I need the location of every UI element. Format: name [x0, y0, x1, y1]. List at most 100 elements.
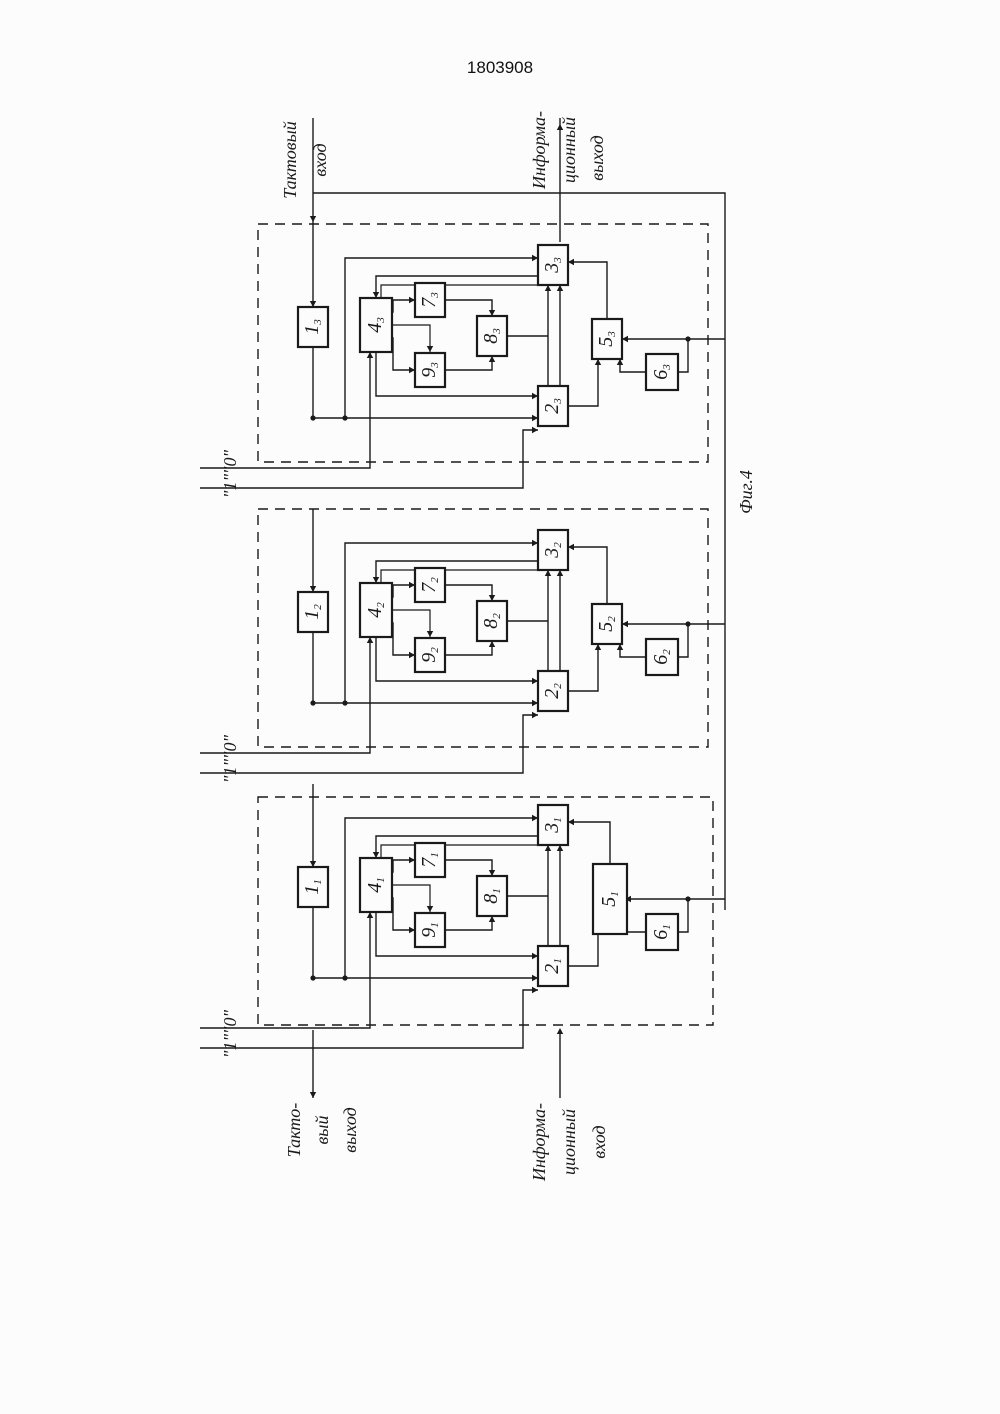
- block-3-3-number: 3: [541, 263, 563, 274]
- block-8-2-subscript: 2: [491, 613, 503, 619]
- wire-4-3: [376, 276, 538, 298]
- block-9-3-number: 9: [418, 368, 440, 378]
- wire-4-9: [391, 338, 415, 370]
- block-9-2-subscript: 2: [429, 647, 441, 653]
- wire-7-8: [445, 860, 492, 876]
- arrowhead: [310, 216, 316, 222]
- wire-4-2: [376, 637, 538, 681]
- block-2-2: 22: [538, 671, 568, 711]
- block-7-1-subscript: 1: [429, 852, 441, 858]
- wire-6: [678, 339, 688, 372]
- block-5-3: 53: [592, 319, 622, 359]
- wire-5-3: [568, 262, 607, 319]
- wire-4-3b: [381, 285, 538, 298]
- block-4-3-subscript: 3: [375, 317, 387, 324]
- block-5-2-number: 5: [595, 622, 617, 632]
- block-3-2-number: 3: [541, 548, 563, 559]
- arrowhead: [557, 1028, 563, 1034]
- arrowhead: [532, 427, 538, 433]
- wire-7-8: [445, 300, 492, 316]
- wire-6: [678, 899, 688, 932]
- block-9-2-number: 9: [418, 653, 440, 663]
- block-4-1-number: 4: [364, 883, 386, 893]
- arrowhead: [310, 1092, 316, 1098]
- block-1-2: 12: [298, 592, 328, 632]
- block-3-1: 31: [538, 805, 568, 845]
- wire-9-8: [445, 641, 492, 655]
- figure-caption: Фиг.4: [736, 470, 756, 514]
- block-8-1-subscript: 1: [491, 888, 503, 894]
- block-1-1: 11: [298, 867, 328, 907]
- arrowhead: [427, 906, 433, 912]
- info-input-label-3: вход: [589, 1125, 609, 1158]
- block-1-2-number: 1: [301, 610, 323, 620]
- block-9-3: 93: [415, 353, 445, 387]
- wire-2-5: [568, 644, 598, 691]
- info-output-label-2: ционный: [559, 117, 579, 183]
- wire-7-8: [445, 585, 492, 601]
- block-3-1-subscript: 1: [552, 817, 564, 823]
- wire-4-2: [376, 352, 538, 396]
- block-3-2: 32: [538, 530, 568, 570]
- block-2-1-number: 2: [541, 964, 563, 974]
- block-5-3-number: 5: [595, 337, 617, 347]
- block-4-1: 41: [360, 858, 392, 912]
- block-8-1: 81: [477, 876, 507, 916]
- level-zero-label-2: "0": [220, 735, 240, 760]
- block-6-3-subscript: 3: [661, 364, 673, 371]
- block-6-1-subscript: 1: [661, 924, 673, 930]
- block-2-3-number: 2: [541, 404, 563, 414]
- block-4-3: 43: [360, 298, 392, 352]
- block-8-3: 83: [477, 316, 507, 356]
- wire-4-9: [391, 898, 415, 930]
- block-1-1-subscript: 1: [312, 879, 324, 885]
- clock-output-label-3: выход: [340, 1107, 360, 1152]
- block-6-2-subscript: 2: [661, 649, 673, 655]
- block-1-3-subscript: 3: [312, 319, 324, 326]
- block-7-2: 72: [415, 568, 445, 602]
- block-5-3-subscript: 3: [606, 331, 618, 338]
- wire-4-3b: [381, 570, 538, 583]
- block-6-1-number: 6: [650, 930, 672, 940]
- clock-input-label: Тактовый: [280, 121, 300, 199]
- arrowhead: [532, 987, 538, 993]
- block-5-1-subscript: 1: [609, 891, 621, 897]
- block-1-2-subscript: 2: [312, 604, 324, 610]
- info-output-label: Информа-: [529, 111, 549, 190]
- wire-6-5: [620, 359, 646, 372]
- block-5-1: 51: [593, 864, 627, 934]
- stage-1: 114171918131215161: [200, 784, 725, 1048]
- stage-3: 134373938333235363: [200, 224, 725, 488]
- block-5-2-subscript: 2: [606, 616, 618, 622]
- block-6-1: 61: [646, 914, 678, 950]
- arrowhead: [427, 346, 433, 352]
- level-one-label-3: "1": [220, 474, 240, 499]
- block-5-1-number: 5: [598, 897, 620, 907]
- block-8-1-number: 8: [480, 894, 502, 904]
- block-1-3: 13: [298, 307, 328, 347]
- block-7-2-subscript: 2: [429, 577, 441, 583]
- block-4-1-subscript: 1: [375, 877, 387, 883]
- block-8-2-number: 8: [480, 619, 502, 629]
- block-4-2-number: 4: [364, 608, 386, 618]
- block-3-1-number: 3: [541, 823, 563, 834]
- arrowhead: [427, 631, 433, 637]
- block-7-3-subscript: 3: [429, 292, 441, 299]
- block-7-3: 73: [415, 283, 445, 317]
- wire-4-3: [376, 561, 538, 583]
- block-2-2-subscript: 2: [552, 683, 564, 689]
- level-one-label-1: "1": [220, 1034, 240, 1059]
- info-output-label-3: выход: [587, 135, 607, 180]
- block-9-2: 92: [415, 638, 445, 672]
- level-one-label-2: "1": [220, 759, 240, 784]
- block-1-3-number: 1: [301, 325, 323, 335]
- block-4-2: 42: [360, 583, 392, 637]
- wire-4-3b: [381, 845, 538, 858]
- block-9-1-number: 9: [418, 928, 440, 938]
- wire-4-mid: [391, 325, 430, 352]
- clock-input-label-2: вход: [310, 143, 330, 176]
- block-4-2-subscript: 2: [375, 602, 387, 608]
- wire-4-mid: [391, 885, 430, 912]
- block-7-1: 71: [415, 843, 445, 877]
